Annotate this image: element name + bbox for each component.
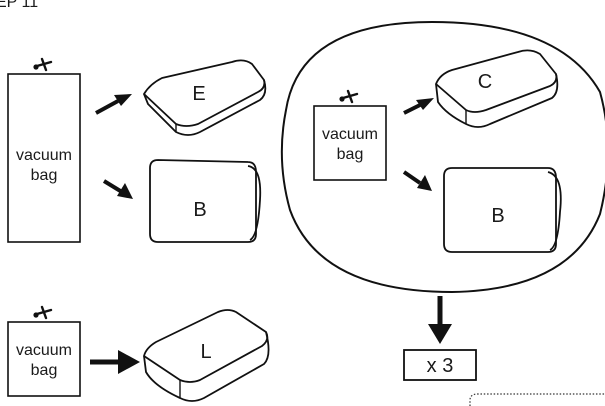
cushion-c-label: C — [478, 71, 492, 93]
scissors-icon — [339, 89, 359, 104]
arrow-icon — [402, 170, 432, 191]
vacuum-bag-label-line2: bag — [337, 146, 364, 163]
cushion-c — [435, 49, 559, 128]
arrow-icon — [90, 350, 140, 374]
multiplier-label: x 3 — [427, 355, 454, 377]
cushion-b-right — [443, 167, 562, 253]
vacuum-bag-label-line1: vacuum — [16, 147, 72, 164]
vacuum-bag — [7, 73, 81, 243]
vacuum-bag — [7, 321, 81, 397]
cushion-e — [143, 59, 267, 136]
cushion-b-right-label: B — [491, 205, 504, 227]
scissors-icon — [33, 57, 53, 72]
arrow-icon — [102, 179, 133, 199]
cushion-l — [143, 309, 270, 402]
scissors-icon — [33, 305, 53, 320]
multiplier-box — [403, 349, 477, 381]
cushion-e-label: E — [192, 83, 205, 105]
vacuum-bag-label-line2: bag — [31, 167, 58, 184]
cushion-b-left-label: B — [193, 199, 206, 221]
cushion-b-left — [149, 159, 262, 243]
cushion-l-label: L — [200, 341, 211, 363]
arrow-icon — [403, 98, 434, 115]
vacuum-bag — [313, 105, 387, 181]
vacuum-bag-label-line1: vacuum — [322, 126, 378, 143]
arrow-icon — [95, 94, 132, 115]
vacuum-bag-label-line1: vacuum — [16, 342, 72, 359]
arrow-icon — [428, 296, 452, 344]
group-circle — [280, 20, 605, 294]
vacuum-bag-label-line2: bag — [31, 362, 58, 379]
note-box — [469, 393, 605, 406]
step-label: EP 11 — [0, 0, 38, 11]
